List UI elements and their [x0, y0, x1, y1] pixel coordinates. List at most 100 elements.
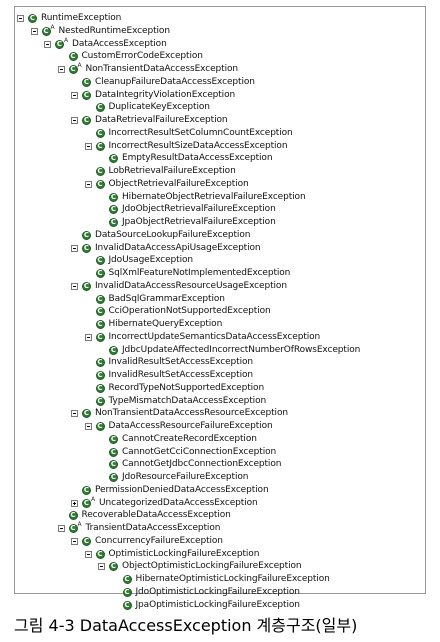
class-c-icon — [95, 307, 105, 317]
tree-row[interactable]: DataRetrievalFailureException — [15, 114, 425, 127]
class-c-icon — [109, 447, 118, 457]
class-c-icon — [109, 434, 118, 444]
tree-row[interactable]: JdbcUpdateAffectedIncorrectNumberOfRowsE… — [15, 344, 425, 357]
tree-row[interactable]: InvalidResultSetAccessException — [15, 369, 425, 382]
tree-row[interactable]: IncorrectResultSetColumnCountException — [15, 127, 425, 140]
collapse-icon[interactable] — [17, 15, 24, 22]
class-c-icon — [122, 575, 132, 584]
tree-row[interactable]: HibernateOptimisticLockingFailureExcepti… — [15, 573, 425, 586]
collapse-icon[interactable] — [71, 282, 78, 290]
class-c-icon — [95, 141, 105, 151]
tree-node-label: HibernateObjectRetrievalFailureException — [122, 191, 306, 202]
tree-row[interactable]: CannotCreateRecordException — [15, 433, 425, 446]
collapse-icon[interactable] — [71, 91, 78, 99]
collapse-icon[interactable] — [84, 423, 92, 430]
class-c-icon — [95, 383, 105, 393]
class-c-icon — [109, 345, 118, 355]
collapse-icon[interactable] — [30, 27, 38, 35]
tree-row[interactable]: DataSourceLookupFailureException — [15, 229, 425, 242]
tree-node-label: EmptyResultDataAccessException — [122, 153, 273, 164]
tree-node-label: NonTransientDataAccessException — [85, 64, 239, 74]
tree-row[interactable]: ObjectRetrievalFailureException — [15, 178, 425, 191]
tree-row[interactable]: JdoObjectRetrievalFailureException — [15, 203, 425, 216]
tree-node-label: RecoverableDataAccessException — [81, 510, 231, 521]
tree-row[interactable]: InvalidResultSetAccessException — [15, 356, 425, 369]
tree-node-label: JdoResourceFailureException — [122, 472, 249, 482]
class-c-icon — [95, 179, 105, 189]
tree-node-label: LobRetrievalFailureException — [108, 166, 236, 176]
tree-node-label: TransientDataAccessException — [85, 523, 221, 533]
collapse-icon[interactable] — [57, 66, 65, 73]
class-c-icon — [109, 460, 118, 470]
class-c-icon — [122, 587, 132, 597]
collapse-icon[interactable] — [71, 410, 78, 418]
tree-row[interactable]: NonTransientDataAccessResourceException — [15, 407, 425, 420]
tree-row[interactable]: DuplicateKeyException — [15, 101, 425, 114]
tree-row[interactable]: TypeMismatchDataAccessException — [15, 395, 425, 408]
class-c-icon — [82, 77, 91, 87]
class-c-icon — [82, 536, 91, 546]
class-c-icon — [82, 498, 91, 508]
tree-row[interactable]: IncorrectUpdateSemanticsDataAccessExcept… — [15, 331, 425, 344]
abstract-marker-icon: A — [91, 495, 96, 503]
collapse-icon[interactable] — [84, 142, 92, 150]
tree-row[interactable]: HibernateObjectRetrievalFailureException — [15, 191, 425, 204]
tree-row[interactable]: CleanupFailureDataAccessException — [15, 76, 425, 89]
tree-row[interactable]: ObjectOptimisticLockingFailureException — [15, 560, 425, 573]
tree-node-label: RecordTypeNotSupportedException — [108, 382, 265, 393]
tree-row[interactable]: ConcurrencyFailureException — [15, 535, 425, 548]
tree-row[interactable]: RuntimeException — [15, 12, 425, 25]
tree-row[interactable]: PermissionDeniedDataAccessException — [15, 484, 425, 497]
tree-row[interactable]: BadSqlGrammarException — [15, 293, 425, 306]
collapse-icon[interactable] — [71, 244, 78, 252]
collapse-icon[interactable] — [44, 40, 51, 48]
type-hierarchy-panel: RuntimeExceptionANestedRuntimeExceptionA… — [14, 6, 426, 610]
tree-row[interactable]: LobRetrievalFailureException — [15, 165, 425, 178]
tree-row[interactable]: IncorrectResultSizeDataAccessException — [15, 140, 425, 153]
tree-row[interactable]: CannotGetCciConnectionException — [15, 446, 425, 459]
collapse-icon[interactable] — [84, 180, 92, 188]
tree-row[interactable]: DataAccessResourceFailureException — [15, 420, 425, 433]
class-c-icon — [82, 243, 91, 253]
hierarchy-tree: RuntimeExceptionANestedRuntimeExceptionA… — [15, 12, 425, 611]
tree-row[interactable]: EmptyResultDataAccessException — [15, 152, 425, 165]
class-c-icon — [68, 524, 78, 533]
tree-row[interactable]: JdoResourceFailureException — [15, 471, 425, 484]
tree-row[interactable]: HibernateQueryException — [15, 318, 425, 331]
collapse-icon[interactable] — [71, 537, 78, 545]
tree-row[interactable]: CustomErrorCodeException — [15, 50, 425, 63]
class-c-icon — [95, 103, 105, 113]
tree-node-label: JdoObjectRetrievalFailureException — [122, 204, 276, 215]
tree-row[interactable]: SqlXmlFeatureNotImplementedException — [15, 267, 425, 280]
tree-row[interactable]: CannotGetJdbcConnectionException — [15, 458, 425, 471]
tree-row[interactable]: RecordTypeNotSupportedException — [15, 382, 425, 395]
collapse-icon[interactable] — [98, 563, 105, 571]
class-c-icon — [95, 256, 105, 266]
collapse-icon[interactable] — [57, 525, 65, 532]
collapse-icon[interactable] — [84, 333, 92, 341]
collapse-icon[interactable] — [71, 117, 78, 124]
abstract-marker-icon: A — [77, 62, 82, 69]
tree-node-label: InvalidResultSetAccessException — [108, 370, 254, 380]
tree-row[interactable]: JdoUsageException — [15, 254, 425, 267]
tree-node-label: HibernateQueryException — [108, 319, 223, 329]
tree-row[interactable]: DataIntegrityViolationException — [15, 89, 425, 102]
expand-icon[interactable] — [71, 499, 78, 507]
collapse-icon[interactable] — [84, 550, 92, 558]
tree-row[interactable]: CciOperationNotSupportedException — [15, 305, 425, 318]
class-c-icon — [68, 52, 78, 62]
tree-row[interactable]: JdoOptimisticLockingFailureException — [15, 586, 425, 599]
tree-node-label: IncorrectResultSizeDataAccessException — [108, 140, 288, 151]
tree-row[interactable]: JpaObjectRetrievalFailureException — [15, 216, 425, 229]
tree-node-label: DataRetrievalFailureException — [95, 115, 228, 125]
tree-row[interactable]: JpaOptimisticLockingFailureException — [15, 599, 425, 612]
tree-row[interactable]: InvalidDataAccessApiUsageException — [15, 242, 425, 255]
tree-row[interactable]: InvalidDataAccessResourceUsageException — [15, 280, 425, 293]
tree-row[interactable]: OptimisticLockingFailureException — [15, 548, 425, 561]
tree-row[interactable]: RecoverableDataAccessException — [15, 509, 425, 522]
